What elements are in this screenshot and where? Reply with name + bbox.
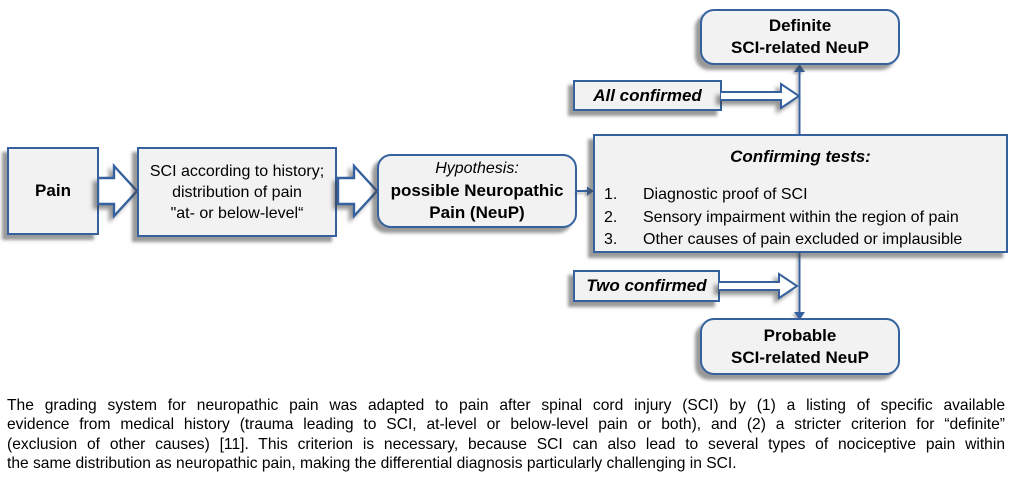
all-confirmed-label: All confirmed — [593, 85, 702, 105]
item-text: Sensory impairment within the region of … — [643, 208, 959, 226]
two-confirmed-label-box: Two confirmed — [573, 270, 720, 302]
confirming-test-item: 2. Sensory impairment within the region … — [595, 207, 1006, 230]
item-text: Other causes of pain excluded or implaus… — [643, 231, 963, 248]
item-number: 3. — [604, 231, 618, 248]
block-arrow-right-icon — [97, 163, 139, 219]
pen-arrow-right-icon — [720, 82, 801, 110]
caption-line: The grading system for neuropathic pain … — [7, 397, 1005, 414]
item-number: 1. — [604, 186, 618, 203]
caption-line: (exclusion of other causes) [11]. This c… — [7, 435, 1005, 453]
confirming-tests-list: 1. Diagnostic proof of SCI 2. Sensory im… — [595, 184, 1006, 252]
item-text: Diagnostic proof of SCI — [643, 186, 808, 203]
hypothesis-line: Pain (NeuP) — [429, 203, 525, 222]
all-confirmed-label-box: All confirmed — [573, 80, 722, 111]
caption-line: the same distribution as neuropathic pai… — [7, 455, 737, 473]
hypothesis-box: Hypothesis: possible Neuropathic Pain (N… — [377, 154, 577, 228]
probable-neup-box: Probable SCI-related NeuP — [700, 318, 900, 375]
confirming-test-item: 1. Diagnostic proof of SCI — [595, 184, 1006, 207]
history-line: "at- or below-level“ — [170, 204, 304, 222]
connector-arrow-right-icon — [577, 186, 594, 196]
item-number: 2. — [604, 208, 618, 226]
pain-label: Pain — [35, 181, 71, 200]
block-arrow-right-icon — [337, 163, 379, 219]
figure-caption: The grading system for neuropathic pain … — [7, 396, 1005, 474]
history-line: distribution of pain — [172, 183, 302, 201]
confirming-tests-title: Confirming tests: — [730, 147, 871, 166]
caption-line: evidence from medical history (trauma le… — [7, 416, 1005, 434]
probable-line: SCI-related NeuP — [731, 347, 869, 367]
confirming-test-item: 3. Other causes of pain excluded or impl… — [595, 229, 1006, 252]
hypothesis-heading: Hypothesis: — [435, 160, 519, 177]
hypothesis-line: possible Neuropathic — [390, 181, 564, 200]
probable-line: Probable — [763, 325, 837, 345]
two-confirmed-label: Two confirmed — [586, 276, 707, 295]
pain-box: Pain — [7, 147, 99, 235]
definite-line: SCI-related NeuP — [731, 38, 869, 57]
pen-arrow-right-icon — [718, 272, 799, 300]
definite-neup-box: Definite SCI-related NeuP — [700, 9, 900, 65]
sci-history-box: SCI according to history; distribution o… — [137, 147, 337, 237]
confirming-tests-box: Confirming tests: 1. Diagnostic proof of… — [593, 134, 1008, 253]
history-line: SCI according to history; — [149, 162, 325, 180]
definite-line: Definite — [768, 16, 832, 35]
